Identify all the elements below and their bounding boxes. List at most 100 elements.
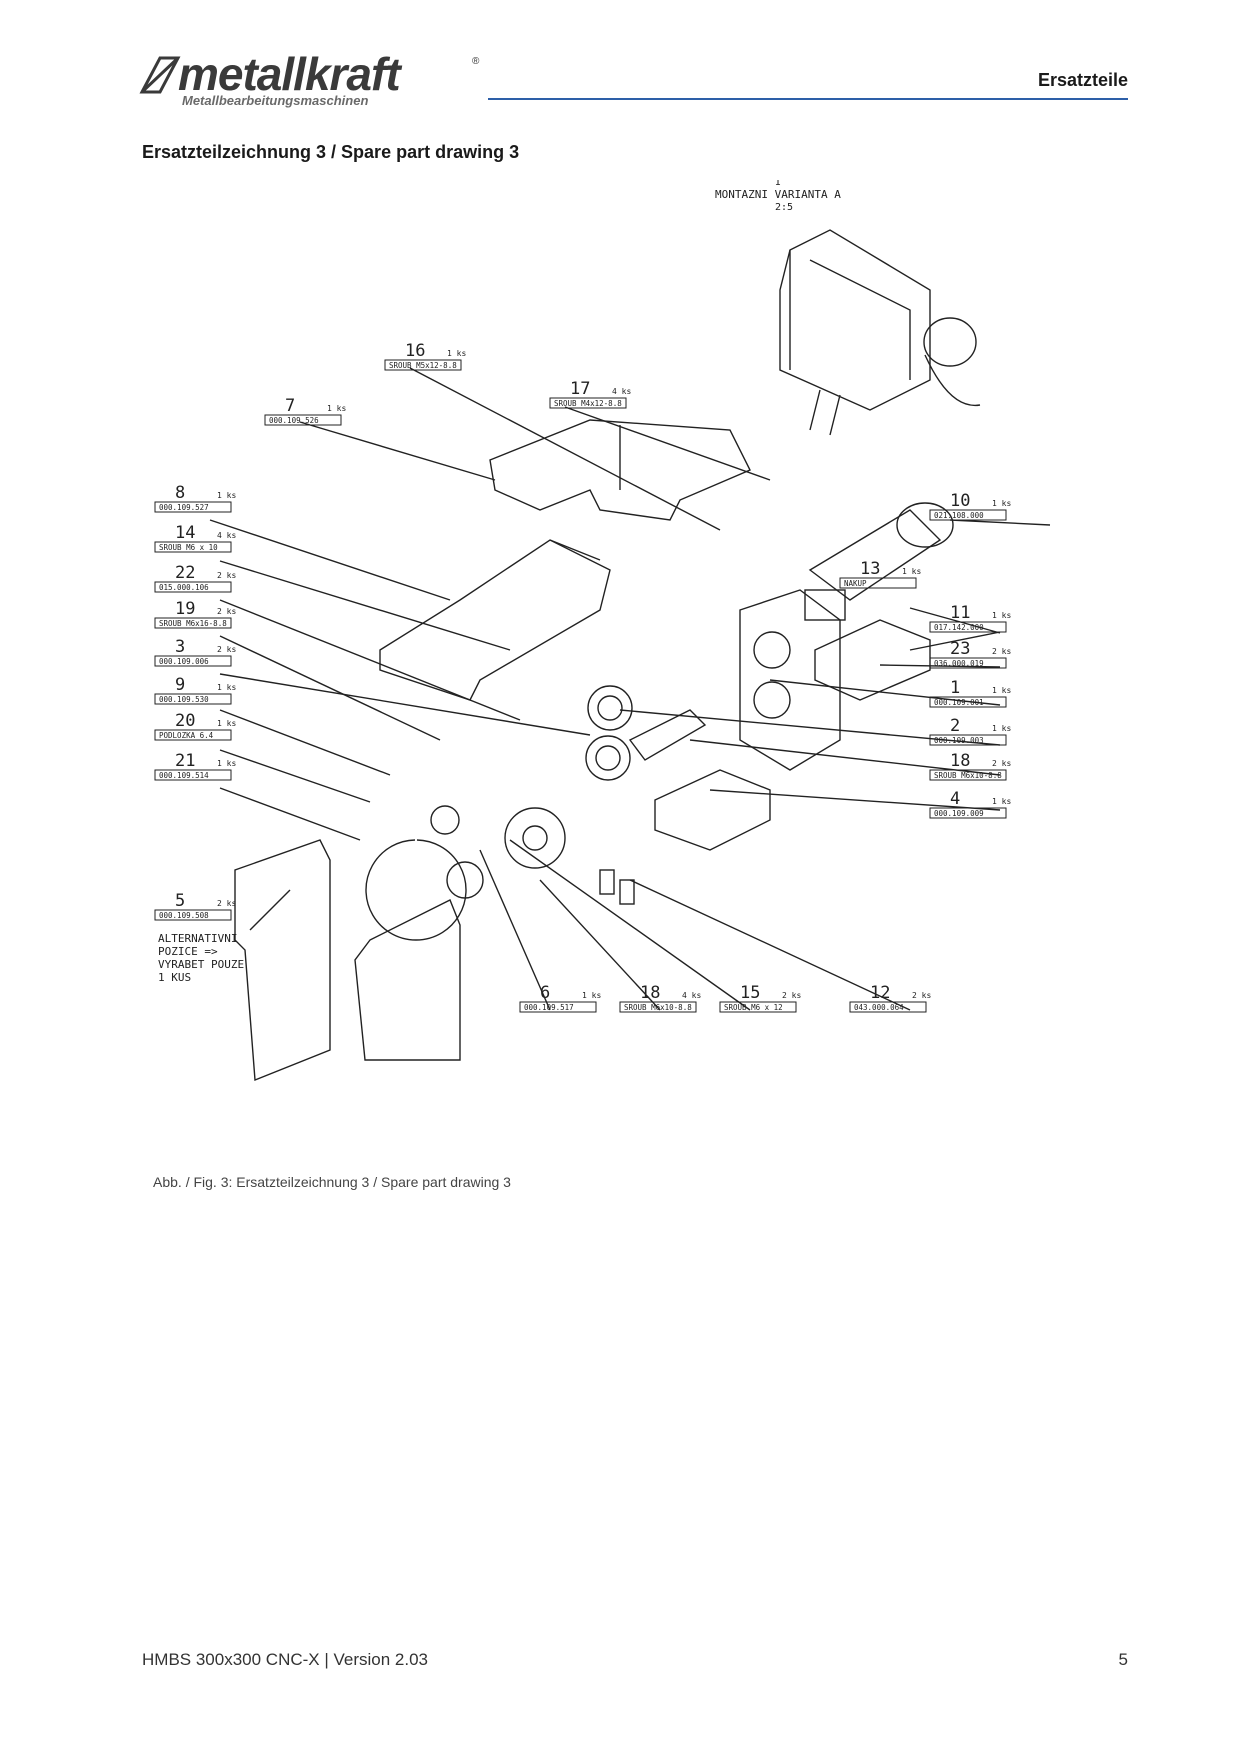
callout-code: 036.000.019 <box>934 659 984 668</box>
callout-number: 7 <box>285 396 295 416</box>
callout-5: 5 2 ks 000.109.508 <box>154 891 236 921</box>
callout-number: 10 <box>950 491 970 511</box>
callout-quantity: 1 ks <box>902 567 921 576</box>
callout-number: 2 <box>950 716 960 736</box>
callout-box <box>154 617 232 629</box>
callout-number: 16 <box>405 341 425 361</box>
callout-quantity: 1 ks <box>217 491 236 500</box>
callout-box <box>929 657 1007 669</box>
callout-box <box>619 1001 697 1013</box>
callout-3: 3 2 ks 000.109.006 <box>154 637 236 667</box>
callout-box <box>929 621 1007 633</box>
callout-16: 16 1 ks SROUB M5x12-8.8 <box>384 341 466 371</box>
callout-15: 15 2 ks SROUB M6 x 12 <box>719 983 801 1013</box>
callout-quantity: 4 ks <box>612 387 631 396</box>
callout-number: 18 <box>950 751 970 771</box>
view-label-1: I <box>775 180 781 188</box>
callout-box <box>154 655 232 667</box>
view-label-3: 2:5 <box>775 202 793 213</box>
callout-number: 19 <box>175 599 195 619</box>
callout-box <box>154 581 232 593</box>
logo-wordmark: metallkraft <box>178 48 401 100</box>
callout-22: 22 2 ks 015.000.106 <box>154 563 236 593</box>
callout-number: 3 <box>175 637 185 657</box>
spare-part-drawing: I MONTAZNI VARIANTA A 2:5 16 1 ks SROUB M5… <box>154 180 1051 1082</box>
callout-code: 015.000.106 <box>159 583 209 592</box>
note-line: ALTERNATIVNI <box>158 932 237 945</box>
callout-quantity: 1 ks <box>447 349 466 358</box>
callout-number: 12 <box>870 983 890 1003</box>
callout-quantity: 2 ks <box>782 991 801 1000</box>
callout-code: 021.108.000 <box>934 511 984 520</box>
callout-quantity: 4 ks <box>682 991 701 1000</box>
callout-code: 000.109.006 <box>159 657 209 666</box>
logo-mark-icon <box>139 56 181 94</box>
callout-code: 000.109.526 <box>269 416 319 425</box>
callout-number: 6 <box>540 983 550 1003</box>
callout-number: 22 <box>175 563 195 583</box>
callout-box <box>519 1001 597 1013</box>
callout-box <box>549 397 627 409</box>
callout-quantity: 1 ks <box>327 404 346 413</box>
callout-box <box>929 769 1007 781</box>
callout-quantity: 4 ks <box>217 531 236 540</box>
callout-code: SROUB M5x12-8.8 <box>389 361 457 370</box>
callout-number: 4 <box>950 789 960 809</box>
callout-box <box>384 359 462 371</box>
callout-box <box>154 769 232 781</box>
callout-quantity: 1 ks <box>217 719 236 728</box>
callout-code: 000.109.001 <box>934 698 984 707</box>
callout-number: 21 <box>175 751 195 771</box>
callout-quantity: 2 ks <box>217 645 236 654</box>
callout-number: 17 <box>570 379 590 399</box>
callout-9: 9 1 ks 000.109.530 <box>154 675 236 705</box>
callout-number: 5 <box>175 891 185 911</box>
header-rule <box>488 98 1128 100</box>
callout-code: SROUB M6 x 12 <box>724 1003 783 1012</box>
callout-quantity: 1 ks <box>992 797 1011 806</box>
note-line: POZICE => <box>158 945 218 958</box>
callout-code: 000.109.508 <box>159 911 209 920</box>
callout-box <box>929 509 1007 521</box>
note-line: 1 KUS <box>158 971 191 984</box>
view-label-2: MONTAZNI VARIANTA A <box>715 188 841 201</box>
callout-box <box>154 541 232 553</box>
callout-code: 000.109.009 <box>934 809 984 818</box>
callout-code: 000.109.517 <box>524 1003 574 1012</box>
callout-quantity: 2 ks <box>217 607 236 616</box>
callout-7: 7 1 ks 000.109.526 <box>264 396 346 426</box>
callout-number: 15 <box>740 983 760 1003</box>
callout-number: 11 <box>950 603 970 623</box>
callout-number: 20 <box>175 711 195 731</box>
callout-18: 18 4 ks SROUB M6x10-8.8 <box>619 983 701 1013</box>
callout-code: 000.109.530 <box>159 695 209 704</box>
callout-box <box>839 577 917 589</box>
callout-number: 13 <box>860 559 880 579</box>
callout-code: 000.109.527 <box>159 503 209 512</box>
callout-box <box>154 909 232 921</box>
callout-number: 9 <box>175 675 185 695</box>
callout-code: 000.109.514 <box>159 771 209 780</box>
callout-quantity: 1 ks <box>217 683 236 692</box>
callout-box <box>929 734 1007 746</box>
callout-quantity: 2 ks <box>217 571 236 580</box>
callout-box <box>719 1001 797 1013</box>
callout-quantity: 2 ks <box>217 899 236 908</box>
callout-number: 18 <box>640 983 660 1003</box>
callout-code: 043.000.064 <box>854 1003 904 1012</box>
callout-quantity: 2 ks <box>992 647 1011 656</box>
logo-registered: ® <box>472 56 480 67</box>
callout-code: SROUB M6x10-8.8 <box>934 771 1002 780</box>
callout-box <box>849 1001 927 1013</box>
callout-code: SROUB M6x16-8.8 <box>159 619 227 628</box>
logo-subtitle: Metallbearbeitungsmaschinen <box>182 93 369 108</box>
callout-code: SROUB M6x10-8.8 <box>624 1003 692 1012</box>
